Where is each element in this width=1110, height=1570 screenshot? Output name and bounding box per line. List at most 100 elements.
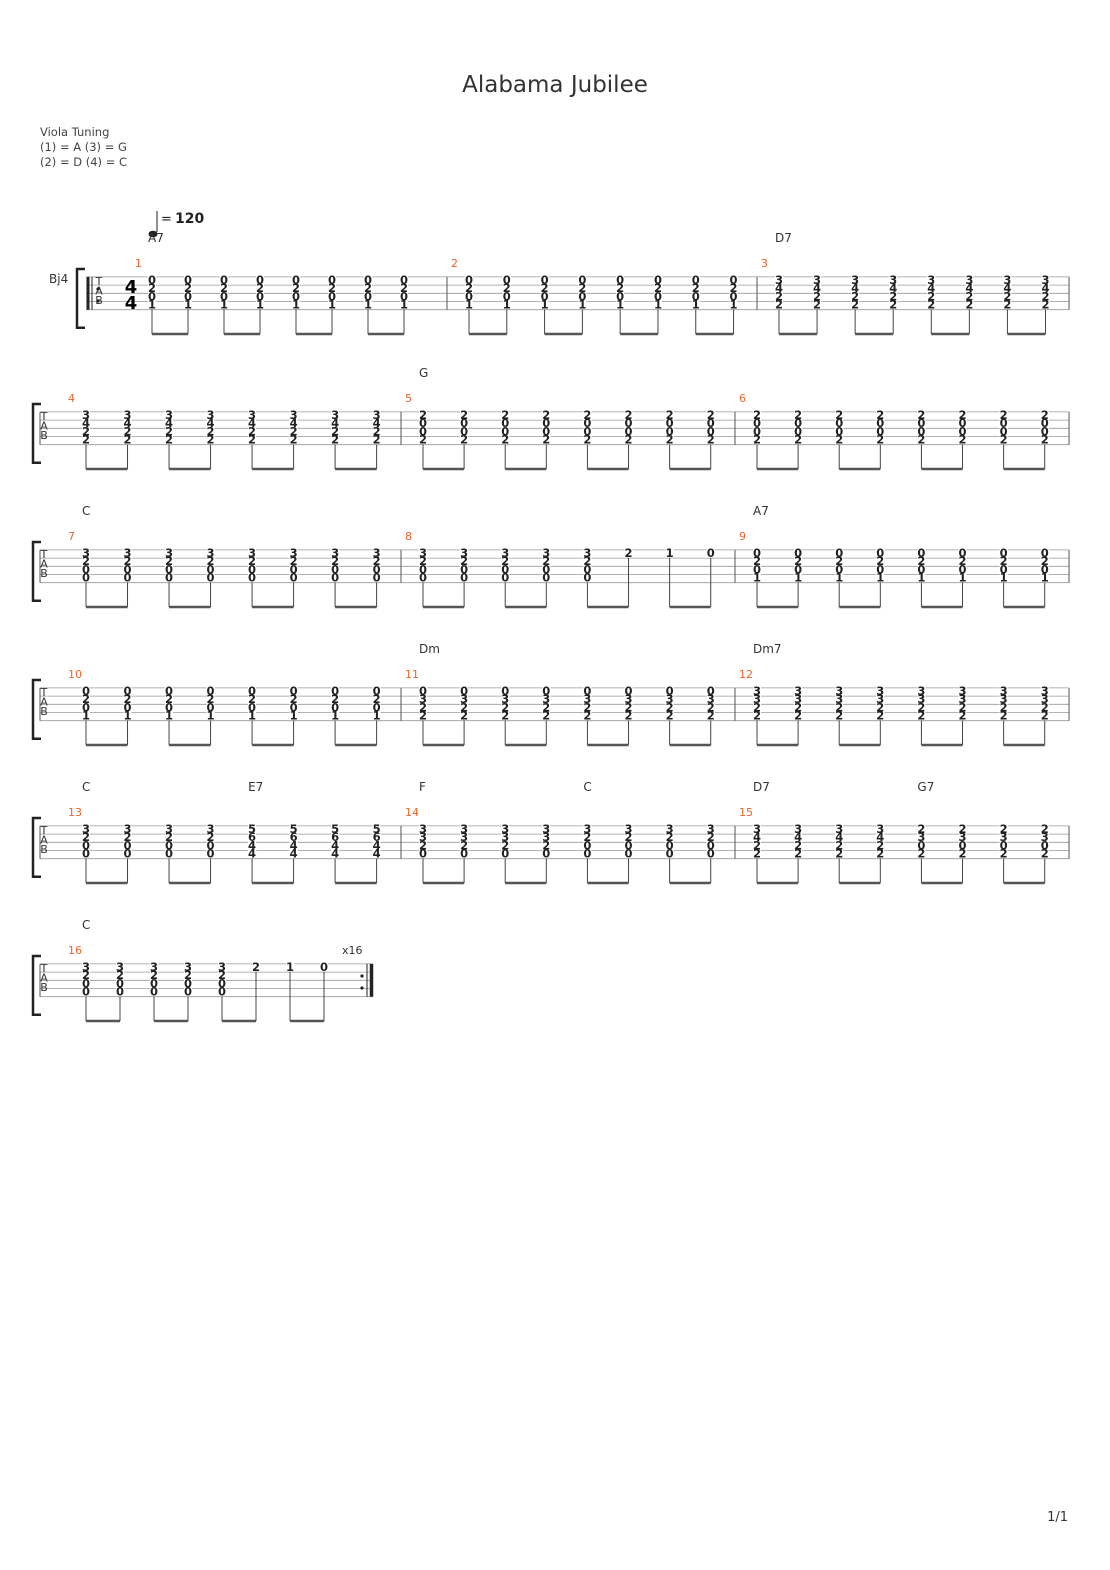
fret-number: 2 <box>207 424 215 438</box>
fret-number: 0 <box>124 571 132 585</box>
note-mask <box>835 711 844 720</box>
fret-number: 0 <box>541 273 549 287</box>
fret-number: 0 <box>400 273 408 287</box>
fret-number: 2 <box>248 433 256 447</box>
fret-number: 0 <box>707 847 715 861</box>
fret-number: 2 <box>794 408 802 422</box>
tab-letter-t: T <box>40 824 48 837</box>
fret-number: 3 <box>116 960 124 974</box>
fret-number: 0 <box>419 424 427 438</box>
note-mask <box>184 971 192 980</box>
note-mask <box>583 824 592 833</box>
repeat-dot <box>360 974 364 978</box>
fret-number: 3 <box>1003 273 1011 287</box>
fret-number: 0 <box>625 684 633 698</box>
note-mask <box>465 300 473 309</box>
fret-number: 3 <box>207 408 215 422</box>
note-mask <box>1040 573 1049 582</box>
fret-number: 2 <box>165 433 173 447</box>
fret-number: 0 <box>124 684 132 698</box>
fret-number: 0 <box>207 700 215 714</box>
fret-number: 1 <box>256 298 264 312</box>
note-mask <box>999 841 1008 850</box>
fret-number: 2 <box>116 968 124 982</box>
fret-number: 2 <box>290 554 298 568</box>
note-mask <box>501 849 510 858</box>
tuning-line-2: (2) = D (4) = C <box>40 155 128 169</box>
note-mask <box>501 695 510 704</box>
note-mask <box>150 979 158 988</box>
note-mask <box>835 548 844 557</box>
fret-number: 2 <box>501 709 509 723</box>
fret-number: 1 <box>124 709 132 723</box>
note-mask <box>218 987 226 996</box>
note-mask <box>82 962 90 971</box>
note-mask <box>542 410 551 419</box>
fret-number: 0 <box>541 289 549 303</box>
fret-number: 2 <box>256 281 264 295</box>
tab-letter-b: B <box>40 705 48 718</box>
fret-number: 1 <box>692 298 700 312</box>
fret-number: 1 <box>82 709 90 723</box>
note-mask <box>706 841 715 850</box>
fret-number: 2 <box>419 838 427 852</box>
fret-number: 0 <box>959 562 967 576</box>
note-mask <box>958 833 967 842</box>
fret-number: 0 <box>616 289 624 303</box>
measure-number: 16 <box>68 944 82 957</box>
fret-number: 3 <box>419 546 427 560</box>
fret-number: 0 <box>753 562 761 576</box>
fret-number: 0 <box>666 847 674 861</box>
fret-number: 0 <box>165 562 173 576</box>
fret-number: 2 <box>331 424 339 438</box>
fret-number: 2 <box>290 424 298 438</box>
fret-number: 4 <box>248 416 256 430</box>
fret-number: 0 <box>666 684 674 698</box>
fret-number: 0 <box>835 416 843 430</box>
note-mask <box>794 711 803 720</box>
chord-name: G <box>419 366 428 380</box>
fret-number: 0 <box>707 424 715 438</box>
fret-number: 2 <box>835 408 843 422</box>
note-mask <box>958 841 967 850</box>
note-mask <box>165 695 174 704</box>
note-mask <box>665 686 674 695</box>
note-mask <box>123 824 132 833</box>
note-mask <box>1040 703 1049 712</box>
measure-number: 13 <box>68 806 82 819</box>
fret-number: 3 <box>583 692 591 706</box>
fret-number: 4 <box>889 281 897 295</box>
tab-letter-a: A <box>40 696 48 709</box>
note-mask <box>1003 300 1012 309</box>
fret-number: 4 <box>373 838 381 852</box>
note-mask <box>999 703 1008 712</box>
fret-number: 0 <box>248 571 256 585</box>
fret-number: 2 <box>707 408 715 422</box>
fret-number: 2 <box>889 289 897 303</box>
fret-number: 2 <box>583 709 591 723</box>
note-mask <box>248 686 257 695</box>
fret-number: 3 <box>82 960 90 974</box>
note-mask <box>331 573 340 582</box>
note-mask <box>794 686 803 695</box>
note-mask <box>753 427 761 436</box>
fret-number: 0 <box>248 684 256 698</box>
chord-name: E7 <box>248 780 263 794</box>
fret-number: 2 <box>578 281 586 295</box>
note-mask <box>502 275 511 284</box>
fret-number: 4 <box>248 847 256 861</box>
fret-number: 0 <box>248 700 256 714</box>
fret-number: 2 <box>419 408 427 422</box>
fret-number: 0 <box>583 562 591 576</box>
fret-number: 2 <box>876 700 884 714</box>
fret-number: 5 <box>331 822 339 836</box>
note-mask <box>794 841 803 850</box>
fret-number: 2 <box>927 289 935 303</box>
fret-number: 0 <box>82 571 90 585</box>
note-mask <box>501 410 510 419</box>
note-mask <box>624 548 633 557</box>
note-mask <box>540 300 549 309</box>
fret-number: 4 <box>373 847 381 861</box>
fret-number: 4 <box>813 281 821 295</box>
fret-number: 3 <box>959 684 967 698</box>
